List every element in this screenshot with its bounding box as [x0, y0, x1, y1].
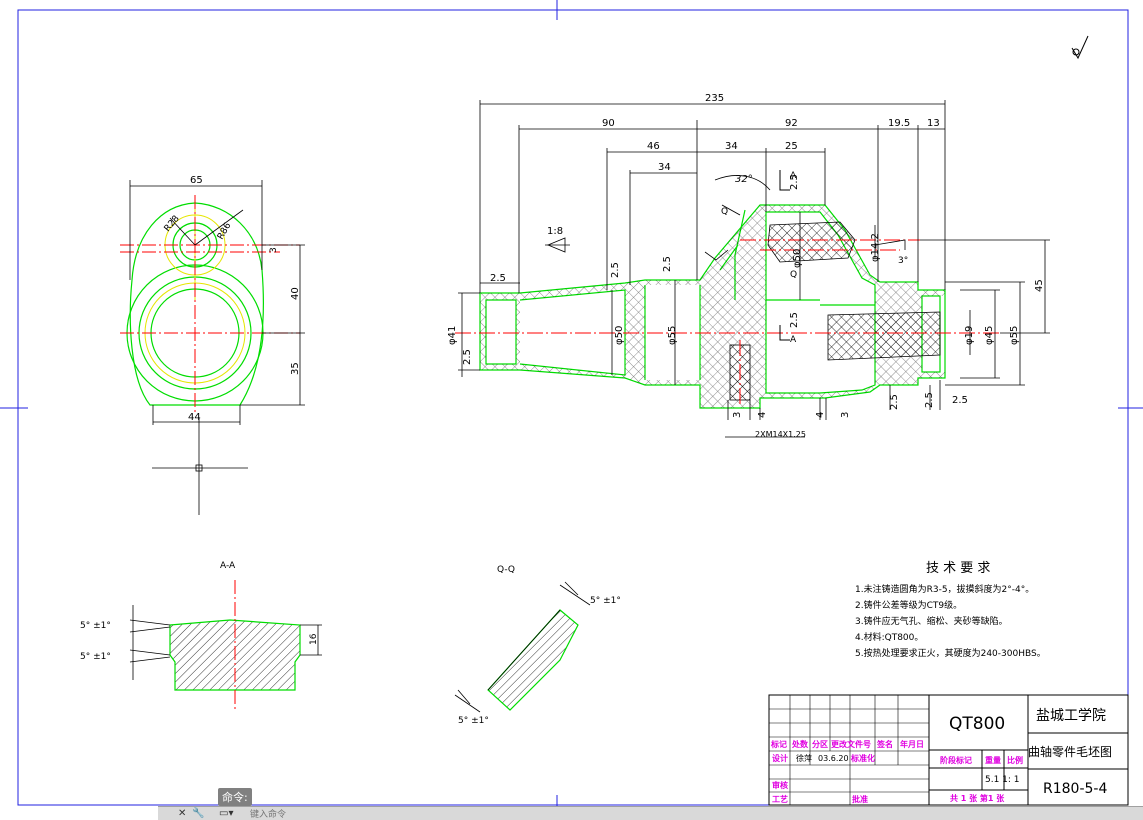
tb-process: 工艺: [772, 794, 788, 804]
dim-235: 235: [705, 93, 724, 104]
technical-requirements: 技 术 要 求 1.未注铸造圆角为R3-5，拔摸斜度为2°-4°。 2.铸件公差…: [855, 561, 1046, 659]
dim-phi41: φ41: [447, 326, 458, 345]
dim-3-b: 3: [840, 412, 851, 418]
tb-date: 年月日: [900, 739, 924, 749]
wrench-icon[interactable]: 🔧: [192, 808, 205, 819]
dim-45: 45: [1034, 279, 1045, 292]
tb-std: 标准化: [850, 753, 875, 763]
tech-item-3: 3.铸件应无气孔、缩松、夹砂等缺陷。: [855, 615, 1008, 627]
tb-approve: 批准: [852, 794, 868, 804]
section-a-bottom: A: [790, 335, 797, 345]
dim-44: 44: [188, 412, 201, 423]
command-input[interactable]: [248, 807, 452, 820]
tech-item-2: 2.铸件公差等级为CT9级。: [855, 599, 962, 611]
dim-phi55-a: φ55: [667, 326, 678, 345]
tech-item-5: 5.按热处理要求正火，其硬度为240-300HBS。: [855, 647, 1046, 659]
tb-stage: 阶段标记: [940, 755, 972, 765]
dim-phi45: φ45: [984, 326, 995, 345]
command-history-icon[interactable]: ▭▾: [219, 808, 234, 819]
main-view: 235 90 92 19.5 13 46 34 34 25 32° A A Q …: [447, 93, 1050, 439]
tb-weight: 重量: [985, 755, 1001, 765]
command-label: 命令:: [218, 788, 252, 806]
tech-title: 技 术 要 求: [926, 561, 990, 576]
dim-4-a: 4: [757, 412, 768, 418]
taper-1-8: 1:8: [547, 226, 563, 237]
tb-zone: 分区: [812, 739, 828, 749]
left-view: 65 R28 R86 3 40 35 44: [120, 175, 305, 515]
dim-3: 3: [269, 247, 279, 253]
section-aa-title: A-A: [220, 561, 236, 571]
dim-46: 46: [647, 141, 660, 152]
dim-2-5-h: 2.5: [924, 392, 935, 408]
tb-code: R180-5-4: [1043, 781, 1107, 797]
dim-2-5-b: 2.5: [462, 349, 473, 365]
dim-13: 13: [927, 118, 940, 129]
section-q-q: Q-Q 5° ±1° 5° ±1°: [454, 565, 621, 726]
dim-4-b: 4: [815, 412, 826, 418]
tb-design: 设计: [772, 753, 788, 763]
dim-35: 35: [290, 362, 301, 375]
dim-phi50-b: φ50: [792, 249, 803, 268]
dim-phi14-2: φ14.2: [870, 233, 881, 262]
tb-school: 盐城工学院: [1036, 708, 1106, 724]
dim-65: 65: [190, 175, 203, 186]
section-a-top: A: [790, 171, 797, 181]
tb-sheets: 共 1 张 第1 张: [950, 793, 1005, 803]
tb-check: 审核: [772, 780, 788, 790]
qq-angle-2: 5° ±1°: [458, 716, 489, 726]
tb-doc: 更改文件号: [831, 739, 871, 749]
aa-angle-2: 5° ±1°: [80, 652, 111, 662]
aa-dim-16: 16: [309, 633, 319, 645]
dim-2-5-g: 2.5: [889, 394, 900, 410]
tb-drawing-name: 曲轴零件毛坯图: [1028, 744, 1112, 759]
tech-item-4: 4.材料:QT800。: [855, 631, 923, 643]
dim-34-left: 34: [658, 162, 671, 173]
dim-92: 92: [785, 118, 798, 129]
dim-2-5-c: 2.5: [610, 262, 621, 278]
tb-sign: 签名: [876, 739, 893, 749]
tb-design-date: 03.6.20: [818, 754, 849, 763]
section-q-left: Q: [721, 207, 728, 217]
aa-angle-1: 5° ±1°: [80, 621, 111, 631]
tb-count: 处数: [791, 739, 809, 749]
tb-scale-vals: 5.1 1: 1: [985, 775, 1020, 785]
angle-32: 32°: [735, 174, 753, 185]
tb-mark: 标记: [770, 739, 787, 749]
tb-material: QT800: [949, 714, 1005, 734]
section-q-mid: Q: [790, 270, 797, 280]
dim-40: 40: [290, 287, 301, 300]
qq-angle-1: 5° ±1°: [590, 596, 621, 606]
dim-34-right: 34: [725, 141, 738, 152]
dim-19-5: 19.5: [888, 118, 910, 129]
dim-phi19: φ19: [964, 326, 975, 345]
tb-scale: 比例: [1007, 755, 1023, 765]
dim-2-5-f: 2.5: [789, 312, 800, 328]
angle-3: 3°: [898, 256, 908, 266]
roughness-symbol: [1071, 35, 1089, 60]
title-block: 标记 处数 分区 更改文件号 签名 年月日 设计 标准化 阶段标记 重量 比例 …: [768, 694, 1129, 806]
dim-phi50-a: φ50: [614, 326, 625, 345]
dim-2-5-d: 2.5: [662, 256, 673, 272]
section-qq-title: Q-Q: [497, 565, 515, 575]
tb-designer: 徐萍: [796, 753, 812, 763]
dim-2-5-a: 2.5: [490, 273, 506, 284]
close-icon[interactable]: ✕: [178, 808, 187, 819]
dim-2-5-e: 2.5: [789, 174, 800, 190]
dim-r28: R28: [163, 214, 182, 234]
dim-3-a: 3: [732, 412, 743, 418]
thread-spec: 2XM14X1.25: [755, 430, 806, 439]
dim-25: 25: [785, 141, 798, 152]
section-a-a: A-A 5° ±1° 5° ±1° 16: [80, 561, 322, 710]
dim-phi55-b: φ55: [1009, 326, 1020, 345]
dim-90: 90: [602, 118, 615, 129]
dim-r86: R86: [216, 221, 234, 242]
dim-2-5-i: 2.5: [952, 395, 968, 406]
tech-item-1: 1.未注铸造圆角为R3-5，拔摸斜度为2°-4°。: [855, 583, 1034, 595]
